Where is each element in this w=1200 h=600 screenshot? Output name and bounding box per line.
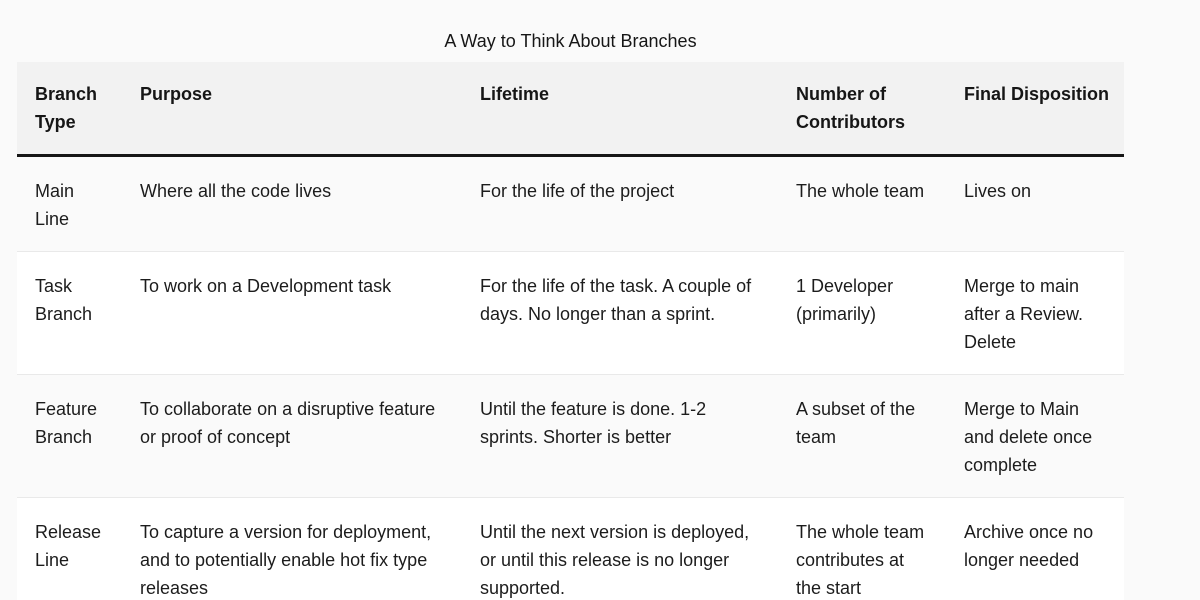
col-header-branch-type: Branch Type xyxy=(17,62,122,157)
page: { "page": { "title": "A Way to Think Abo… xyxy=(0,30,1200,600)
cell-final-disposition: Archive once no longer needed xyxy=(946,497,1124,600)
cell-lifetime: Until the feature is done. 1-2 sprints. … xyxy=(462,374,778,498)
cell-branch-type: Main Line xyxy=(35,181,75,229)
cell-purpose: To collaborate on a disruptive feature o… xyxy=(122,374,462,498)
article-page: A Way to Think About Branches Branch Typ… xyxy=(17,30,1124,600)
header-row: Branch Type Purpose Lifetime Number of C… xyxy=(17,62,1124,157)
col-header-final-disposition: Final Disposition xyxy=(946,62,1124,157)
cell-final-disposition: Lives on xyxy=(964,181,1032,201)
cell-final-disposition: Merge to main after a Review. Delete xyxy=(946,251,1124,375)
table-row-feature-branch: Feature Branch To collaborate on a disru… xyxy=(17,374,1124,498)
branches-table: Branch Type Purpose Lifetime Number of C… xyxy=(17,62,1124,600)
cell-branch-type: Feature Branch xyxy=(17,374,122,498)
cell-branch-type: Task Branch xyxy=(17,251,122,375)
cell-lifetime: For the life of the project xyxy=(480,181,675,201)
table-row-main-line: Main Line Where all the code lives For t… xyxy=(17,155,1124,252)
table-row-release-line: Release Line To capture a version for de… xyxy=(17,497,1124,600)
cell-purpose: To capture a version for deployment, and… xyxy=(122,497,462,600)
col-header-lifetime: Lifetime xyxy=(462,62,778,157)
cell-number-of-contributors: A subset of the team xyxy=(778,374,946,498)
cell-branch-type: Release Line xyxy=(17,497,122,600)
table-body: Main Line Where all the code lives For t… xyxy=(17,155,1124,600)
cell-lifetime: Until the next version is deployed, or u… xyxy=(462,497,778,600)
table-header: Branch Type Purpose Lifetime Number of C… xyxy=(17,62,1124,157)
cell-lifetime: For the life of the task. A couple of da… xyxy=(462,251,778,375)
table-row-task-branch: Task Branch To work on a Development tas… xyxy=(17,251,1124,375)
cell-number-of-contributors: 1 Developer (primarily) xyxy=(778,251,946,375)
cell-purpose: Where all the code lives xyxy=(140,181,332,201)
cell-number-of-contributors: The whole team contributes at the start xyxy=(778,497,946,600)
col-header-purpose: Purpose xyxy=(122,62,462,157)
cell-purpose: To work on a Development task xyxy=(122,251,462,375)
cell-number-of-contributors: The whole team xyxy=(796,181,925,201)
page-title: A Way to Think About Branches xyxy=(444,31,697,51)
cell-final-disposition: Merge to Main and delete once complete xyxy=(946,374,1124,498)
col-header-number-of-contributors: Number of Contributors xyxy=(778,62,946,157)
